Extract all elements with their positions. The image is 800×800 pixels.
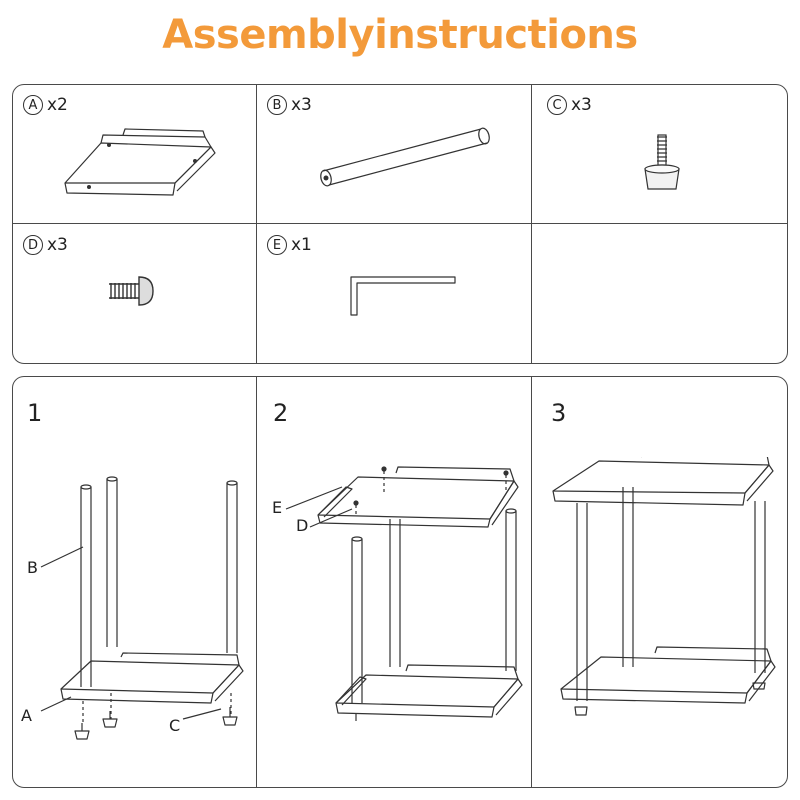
callout-c: C [169,716,180,735]
part-e-label: E x1 [267,235,312,255]
grid-divider [531,377,532,787]
step-2-illustration: E D [272,466,523,721]
step-2-number: 2 [273,399,289,427]
step-3-number: 3 [551,399,567,427]
shelf-panel-illustration [64,128,216,196]
screw-illustration [109,276,154,306]
leveling-foot-illustration [644,134,680,190]
part-quantity: x3 [571,95,592,115]
part-letter-badge: D [23,235,43,255]
callout-b: B [27,558,38,577]
part-quantity: x2 [47,95,68,115]
allen-key-illustration [350,276,456,316]
part-c-label: C x3 [547,95,592,115]
callout-d: D [296,516,308,535]
grid-divider [256,377,257,787]
page-title: Assemblyinstructions [162,12,638,58]
part-quantity: x1 [291,235,312,255]
part-letter-badge: B [267,95,287,115]
part-quantity: x3 [47,235,68,255]
part-letter-badge: E [267,235,287,255]
parts-list-panel: A x2 B x3 C x3 [12,84,788,364]
callout-a: A [21,706,32,725]
part-letter-badge: A [23,95,43,115]
grid-divider [531,85,532,363]
step-3-illustration [552,457,776,716]
step-1-number: 1 [27,399,43,427]
part-a-label: A x2 [23,95,68,115]
assembly-steps-panel: 1 2 3 B A [12,376,788,788]
metal-tube-illustration [320,127,490,187]
part-quantity: x3 [291,95,312,115]
part-b-label: B x3 [267,95,312,115]
callout-e: E [272,498,282,517]
grid-divider [256,85,257,363]
part-d-label: D x3 [23,235,68,255]
step-1-illustration: B A C [21,476,244,740]
grid-divider [13,223,787,224]
part-letter-badge: C [547,95,567,115]
